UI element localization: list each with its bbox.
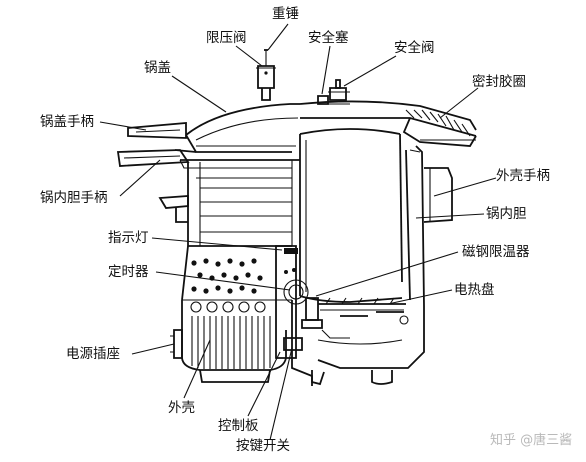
label-dingshiqi: 定时器 bbox=[108, 264, 149, 280]
label-mifengjiaoquan: 密封胶圈 bbox=[472, 73, 526, 90]
label-cigangxianwenqi: 磁钢限温器 bbox=[462, 244, 530, 260]
ventilation-dots bbox=[191, 258, 263, 294]
label-dianrepan: 电热盘 bbox=[454, 281, 495, 298]
cutaway bbox=[275, 79, 477, 386]
label-anquansai: 安全塞 bbox=[308, 29, 349, 46]
label-dianyuanchazuo: 电源插座 bbox=[66, 346, 120, 362]
label-zhongchui: 重锤 bbox=[272, 6, 299, 22]
leader-lines bbox=[99, 23, 497, 441]
lid bbox=[174, 103, 300, 169]
label-guoneidan: 锅内胆 bbox=[486, 206, 527, 222]
label-guogaishoubing: 锅盖手柄 bbox=[40, 114, 94, 130]
label-waike: 外壳 bbox=[168, 400, 195, 416]
lid-handle bbox=[127, 122, 187, 139]
label-zhishideng: 指示灯 bbox=[108, 230, 149, 246]
outer-shell bbox=[170, 160, 293, 383]
inner-pot-handle bbox=[116, 149, 190, 223]
pressure-valve-assembly bbox=[256, 49, 276, 101]
label-waikeshoubing: 外壳手柄 bbox=[496, 168, 550, 184]
watermark: 知乎 @唐三酱 bbox=[490, 432, 572, 448]
lower-ribs bbox=[191, 316, 271, 369]
label-guogai: 锅盖 bbox=[144, 60, 171, 76]
labels: 重锤 限压阀 安全塞 安全阀 锅盖 密封胶圈 锅盖手柄 外壳手柄 锅内胆手柄 锅… bbox=[40, 6, 550, 454]
label-kongzhiban: 控制板 bbox=[218, 418, 259, 434]
label-guoneidanshoubing: 锅内胆手柄 bbox=[40, 190, 108, 206]
label-anquanfa: 安全阀 bbox=[394, 39, 435, 56]
label-xianyafa: 限压阀 bbox=[206, 30, 247, 46]
timer-dial bbox=[283, 268, 309, 305]
label-anjiankaiguan: 按键开关 bbox=[236, 438, 290, 454]
indicator-light bbox=[284, 248, 298, 254]
vent-rings bbox=[190, 301, 266, 313]
